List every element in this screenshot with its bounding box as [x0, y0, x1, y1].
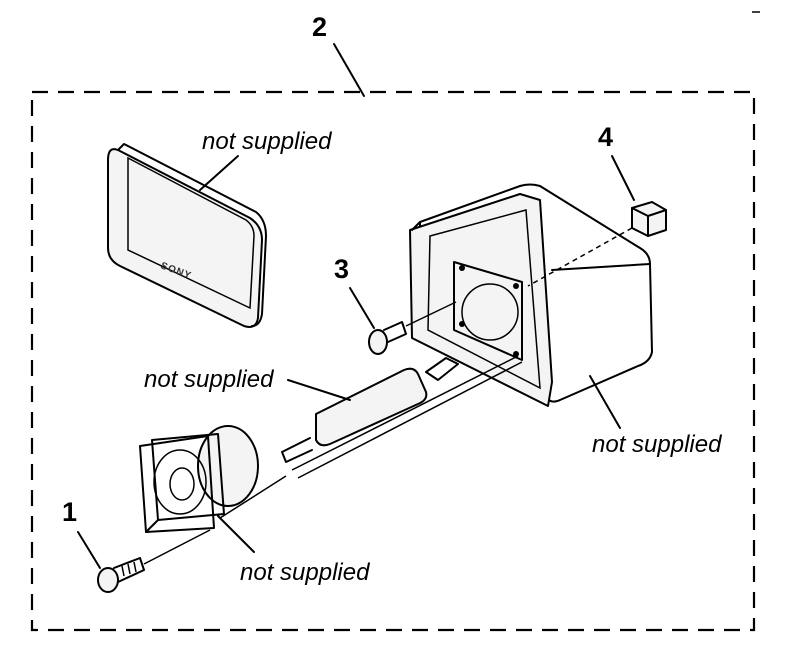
label-driver-not-supplied: not supplied	[217, 515, 370, 586]
callout-4: 4	[598, 122, 635, 201]
callout-2-number: 2	[312, 12, 327, 42]
screw-part-3	[368, 301, 457, 355]
callout-1: 1	[62, 497, 101, 569]
callout-3-number: 3	[334, 254, 349, 284]
bracket-part-4	[527, 201, 667, 287]
front-grille-panel: SONY	[107, 143, 267, 328]
callout-2: 2	[312, 12, 365, 97]
speaker-driver	[139, 425, 287, 533]
speaker-cabinet	[409, 183, 653, 407]
driver-label-text: not supplied	[240, 559, 370, 586]
callout-4-number: 4	[598, 122, 613, 152]
cable-wrap	[281, 355, 523, 479]
callout-3: 3	[334, 254, 375, 329]
cable-label-text: not supplied	[144, 366, 274, 393]
cabinet-label-text: not supplied	[592, 431, 722, 458]
label-cabinet-not-supplied: not supplied	[589, 375, 722, 458]
label-grille-not-supplied: not supplied	[199, 128, 332, 191]
callout-1-number: 1	[62, 497, 77, 527]
label-cable-not-supplied: not supplied	[144, 366, 351, 401]
screw-part-1	[97, 529, 211, 593]
assembly-boundary	[30, 90, 756, 632]
grille-label-text: not supplied	[202, 128, 332, 155]
